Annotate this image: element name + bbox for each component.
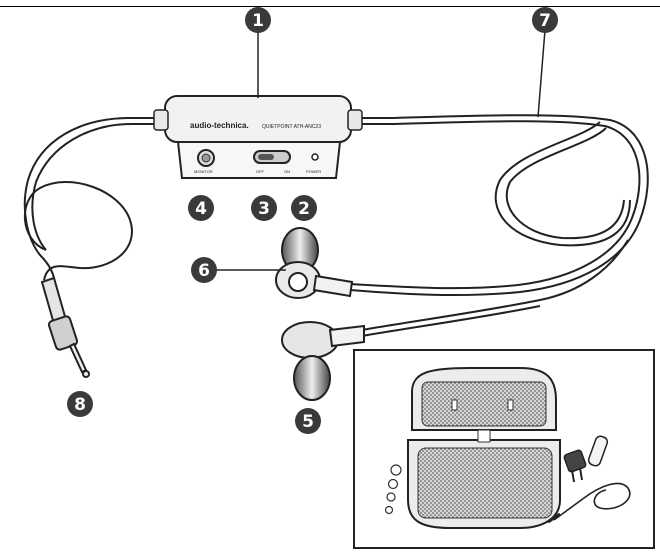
monitor-button-center bbox=[201, 153, 211, 163]
control-box-body bbox=[164, 95, 352, 143]
plug-tip bbox=[82, 370, 90, 378]
cable-to-lower-bud-2 bbox=[361, 305, 541, 337]
power-led bbox=[311, 153, 319, 161]
case-clip-left bbox=[451, 399, 458, 411]
brand-logo-text: audio-technica. bbox=[190, 121, 249, 130]
model-text: QUIETPOINT ATH-ANC23 bbox=[262, 124, 321, 130]
callout-7-label: 7 bbox=[539, 11, 551, 31]
cable-right-inner bbox=[349, 120, 641, 290]
callout-2: 2 bbox=[291, 195, 317, 221]
cable-left-inner bbox=[31, 123, 170, 251]
plug-pin bbox=[68, 342, 88, 374]
earbud-lower bbox=[281, 321, 365, 401]
case-hinge bbox=[477, 429, 491, 443]
cable-loop-right-2 bbox=[505, 127, 625, 240]
control-box-left-strain bbox=[153, 109, 169, 131]
cable-loop-left bbox=[24, 181, 133, 281]
callout-6-label: 6 bbox=[198, 261, 210, 281]
earbud-lower-stem bbox=[328, 324, 365, 348]
accessories-inset bbox=[353, 349, 655, 549]
top-border-line bbox=[0, 6, 660, 7]
leader-lines bbox=[216, 29, 546, 271]
callout-5: 5 bbox=[295, 408, 321, 434]
callout-6: 6 bbox=[191, 257, 217, 283]
ear-tips bbox=[384, 464, 402, 515]
earbud-lower-tip bbox=[293, 355, 331, 401]
power-switch-knob bbox=[258, 154, 274, 160]
case-clip-right bbox=[507, 399, 514, 411]
off-label: OFF bbox=[256, 169, 265, 174]
callout-4: 4 bbox=[188, 195, 214, 221]
callout-7: 7 bbox=[532, 7, 558, 33]
plug-body bbox=[47, 315, 79, 351]
cable-to-lower-bud bbox=[361, 239, 629, 331]
case-base-mesh bbox=[417, 447, 553, 519]
callout-8: 8 bbox=[67, 391, 93, 417]
callout-1-label: 1 bbox=[252, 11, 264, 31]
battery bbox=[587, 435, 609, 467]
case-lid-mesh bbox=[421, 381, 547, 427]
control-box-right-strain bbox=[347, 109, 363, 131]
earbud-upper-logo bbox=[288, 272, 308, 292]
earbud-upper bbox=[275, 227, 354, 299]
control-box: audio-technica. QUIETPOINT ATH-ANC23 MON… bbox=[153, 95, 363, 179]
stereo-plug bbox=[40, 276, 90, 378]
callout-2-label: 2 bbox=[298, 199, 310, 219]
extension-cord bbox=[547, 482, 631, 524]
callout-1: 1 bbox=[245, 7, 271, 33]
callout-8-label: 8 bbox=[74, 395, 86, 415]
earbud-upper-stem bbox=[312, 274, 354, 298]
power-label: POWER bbox=[306, 169, 321, 174]
cable-right bbox=[349, 114, 649, 297]
cable-system bbox=[23, 114, 649, 337]
earbud-lower-housing bbox=[281, 321, 339, 359]
on-label: ON bbox=[284, 169, 290, 174]
callout-5-label: 5 bbox=[302, 412, 314, 432]
callout-3-label: 3 bbox=[258, 199, 270, 219]
callout-3: 3 bbox=[251, 195, 277, 221]
flight-adapter bbox=[563, 449, 587, 483]
leader-7 bbox=[537, 29, 546, 118]
cable-left bbox=[23, 117, 170, 301]
cable-loop-right bbox=[494, 121, 631, 247]
monitor-label: MONITOR bbox=[194, 169, 213, 174]
callout-4-label: 4 bbox=[195, 199, 207, 219]
